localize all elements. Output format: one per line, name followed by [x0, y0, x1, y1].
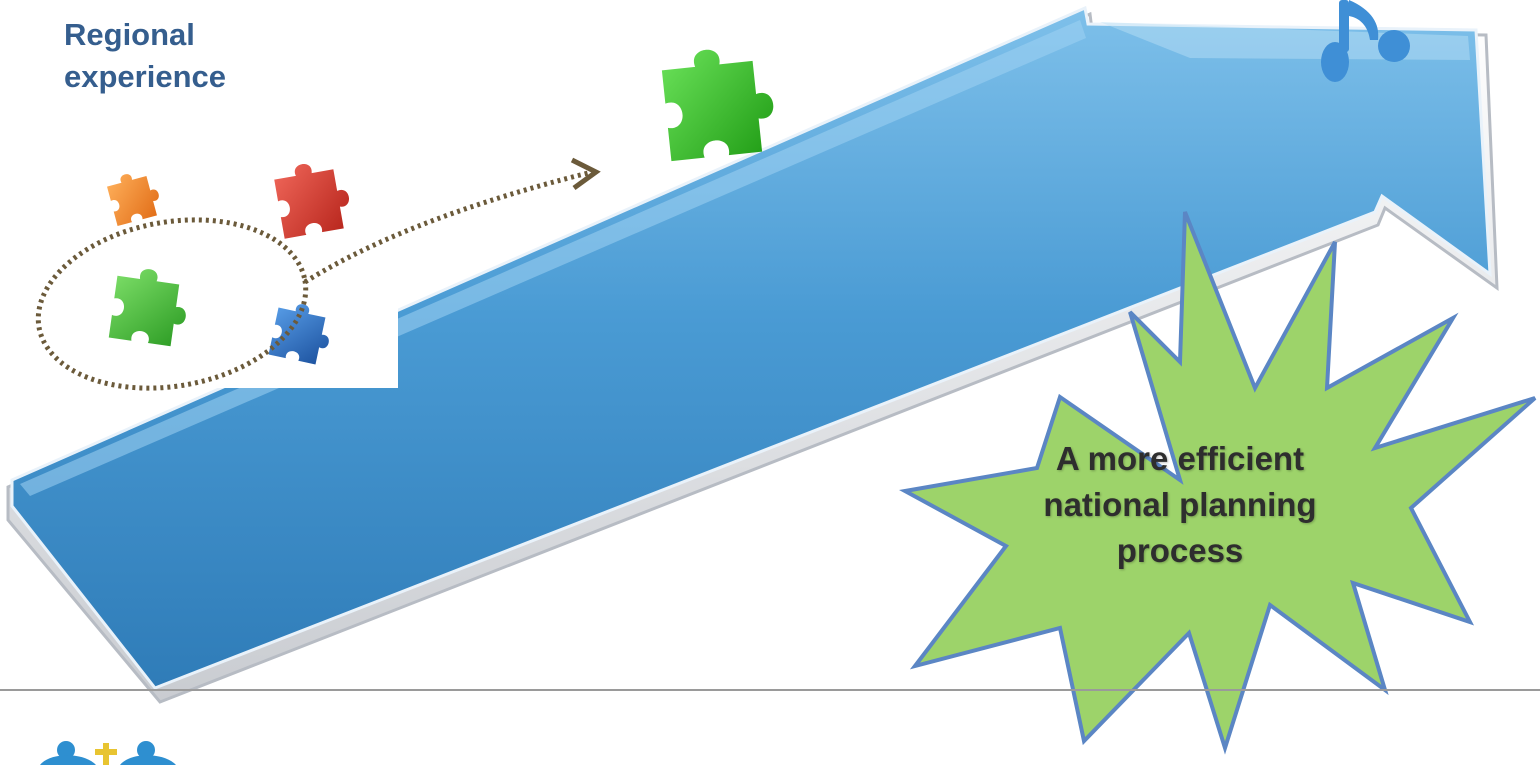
outcome-starburst: [899, 211, 1537, 755]
logo-icon: [40, 741, 176, 765]
heading-line-1: Regional: [64, 17, 195, 52]
heading-line-2: experience: [64, 59, 226, 94]
outcome-line-2: national planning: [1043, 486, 1317, 523]
music-note-icon: [1321, 0, 1410, 82]
large-green-puzzle-piece-icon: [660, 43, 778, 162]
section-heading: Regional experience: [64, 14, 364, 98]
outcome-label: A more efficient national planning proce…: [1000, 436, 1360, 574]
dotted-connector-arrow: [303, 157, 601, 285]
outcome-line-3: process: [1116, 532, 1244, 569]
outcome-line-1: A more efficient: [1055, 440, 1305, 477]
